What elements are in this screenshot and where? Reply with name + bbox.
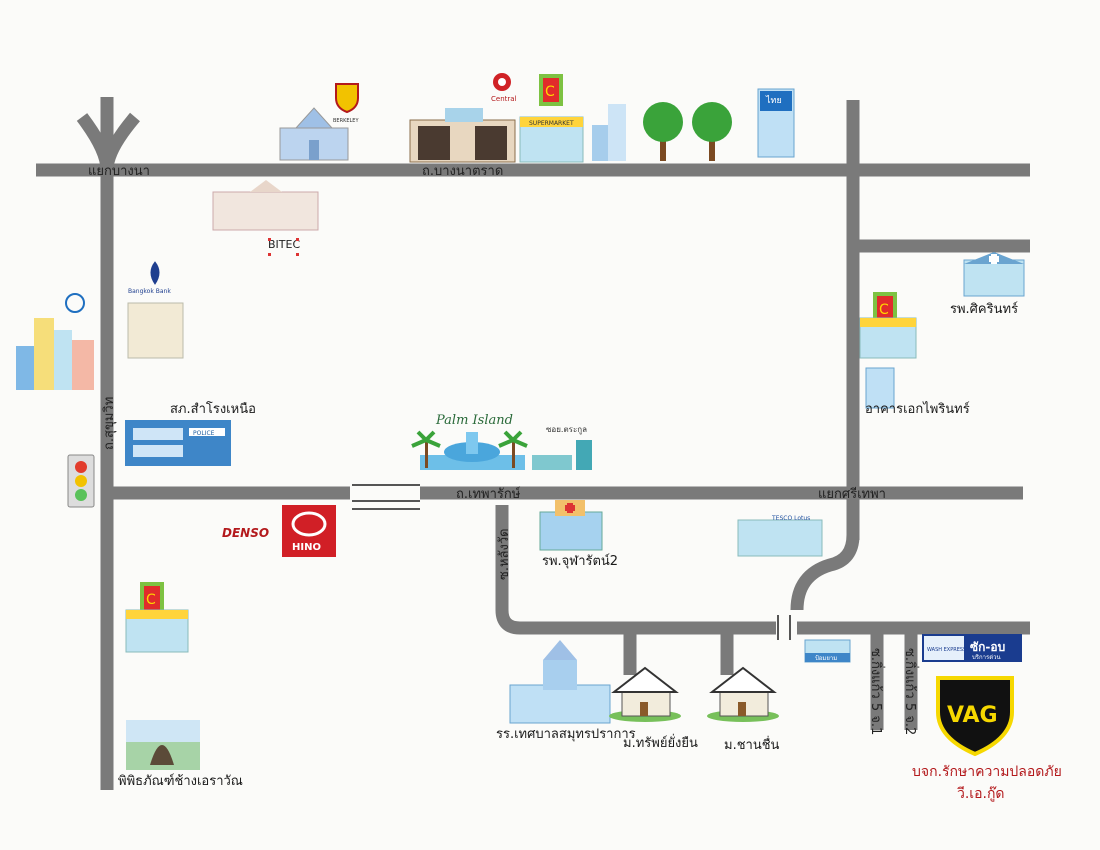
company-name-line1: บจก.รักษาความปลอดภัย <box>912 764 1062 780</box>
wash-label: ซัก-อบ <box>970 640 1005 654</box>
central-logo-icon <box>493 73 511 91</box>
kiosk-label: ป้อมยาม <box>815 655 837 662</box>
tesco-lotus: TESCO Lotus <box>737 515 823 557</box>
bridge <box>352 484 791 640</box>
road-lat-wat <box>495 505 776 635</box>
road-curve-south <box>790 534 860 611</box>
svg-text:C: C <box>146 592 156 608</box>
guard-kiosk: ป้อมยาม <box>804 639 851 663</box>
svg-text:C: C <box>879 302 889 318</box>
hino-logo-icon <box>291 511 327 537</box>
municipal-school: รร.เทศบาลสมุทรปราการ <box>496 640 636 742</box>
small-shop: ซอย.ตระกูล <box>532 425 592 470</box>
vag-shield-logo-icon: VAG <box>936 676 1014 757</box>
bangkok-bank-label: Bangkok Bank <box>128 288 171 295</box>
village-2-label: ม.ชานชื่น <box>724 736 780 753</box>
hino-label: HINO <box>292 542 321 553</box>
small-shop-label: ซอย.ตระกูล <box>546 425 587 435</box>
police-station: สภ.สำโรงเหนือ POLICE <box>125 401 256 466</box>
towers-top <box>592 104 626 161</box>
thai-airways-tower: ไทย <box>757 88 795 158</box>
central-mall: Central <box>409 73 517 163</box>
wash-sub-label: บริการด่วน <box>972 654 1001 661</box>
road-network <box>36 97 1030 790</box>
hospital-icon <box>565 503 575 513</box>
big-c-right: C <box>859 292 917 359</box>
police-label: สภ.สำโรงเหนือ <box>170 401 256 417</box>
museum-label: พิพิธภัณฑ์ช้างเอราวัณ <box>118 773 243 789</box>
aekprinrin-tower: อาคารเอกไพรินทร์ <box>865 367 970 417</box>
bangkok-bank-logo-icon <box>150 261 160 285</box>
thai-airways-label: ไทย <box>765 95 782 106</box>
road-bangna-curve-right <box>100 112 140 171</box>
school-label: รร.เทศบาลสมุทรปราการ <box>496 727 636 742</box>
label-sukhumvit: ถ.สุขุมวิท <box>102 397 117 450</box>
tower-logo-icon <box>65 293 85 313</box>
denso-label: DENSO <box>222 526 269 540</box>
bitec-label: BITEC <box>268 238 300 251</box>
denso-hino: DENSO HINO <box>222 505 336 557</box>
erawan-museum: พิพิธภัณฑ์ช้างเอราวัณ <box>118 720 243 789</box>
city-towers-left <box>16 293 94 390</box>
palm-tree-icon <box>411 430 528 468</box>
house-icon <box>640 702 648 716</box>
wash-left-label: WASH EXPRESS <box>927 647 966 653</box>
tesco-label: TESCO Lotus <box>771 515 810 522</box>
chularat-label: รพ.จุฬารัตน์2 <box>542 553 618 569</box>
supermarket-label-top: SUPERMARKET <box>529 120 574 127</box>
company-name-line2: วี.เอ.กู๊ด <box>957 786 1005 802</box>
traffic-light-icon <box>67 454 95 508</box>
village-1-house: ม.ทรัพย์ยั่งยืน <box>609 666 698 751</box>
big-c-left: C <box>125 582 189 653</box>
sikarin-label: รพ.ศิครินทร์ <box>950 301 1018 317</box>
central-label: Central <box>491 95 517 103</box>
hospital-chularat: รพ.จุฬารัตน์2 <box>539 500 618 569</box>
aekprinrin-label: อาคารเอกไพรินทร์ <box>865 401 970 417</box>
svg-text:C: C <box>545 84 555 100</box>
bitec-building: BITEC <box>212 180 319 256</box>
palm-island-label: Palm Island <box>435 413 513 428</box>
berkeley-school: BERKELEY <box>279 83 359 161</box>
police-sign: POLICE <box>193 430 215 437</box>
tree-icon-2 <box>692 102 732 161</box>
tree-icon-1 <box>643 102 683 161</box>
label-soi-5-2: ซ.กิ่งแก้ว 5 จ.2 <box>902 648 919 735</box>
palm-island: Palm Island <box>411 413 528 470</box>
village-2-house: ม.ชานชื่น <box>707 666 780 753</box>
bangkok-bank: Bangkok Bank <box>127 261 184 359</box>
label-soi-lat-wat: ซ.หลังวัด <box>497 528 512 580</box>
label-bangna-junction: แยกบางนา <box>88 164 150 179</box>
berkeley-label: BERKELEY <box>333 118 359 124</box>
berkeley-crest-icon <box>335 83 359 114</box>
vag-logo-text: VAG <box>947 703 998 728</box>
label-theparak: ถ.เทพารักษ์ <box>456 486 521 502</box>
village-1-label: ม.ทรัพย์ยั่งยืน <box>623 734 698 751</box>
big-c-top: C SUPERMARKET <box>519 74 584 163</box>
hospital-sikarin: รพ.ศิครินทร์ <box>950 252 1025 317</box>
label-bangna-trad: ถ.บางนาตราด <box>422 164 503 179</box>
label-soi-5-1: ซ.กิ่งแก้ว 5 จ.1 <box>868 648 885 735</box>
hospital-cross-icon <box>989 254 999 264</box>
wash-express-sign: WASH EXPRESS ซัก-อบ บริการด่วน <box>922 634 1022 662</box>
label-srinakarin-junction: แยกศรีเทพา <box>818 486 886 502</box>
